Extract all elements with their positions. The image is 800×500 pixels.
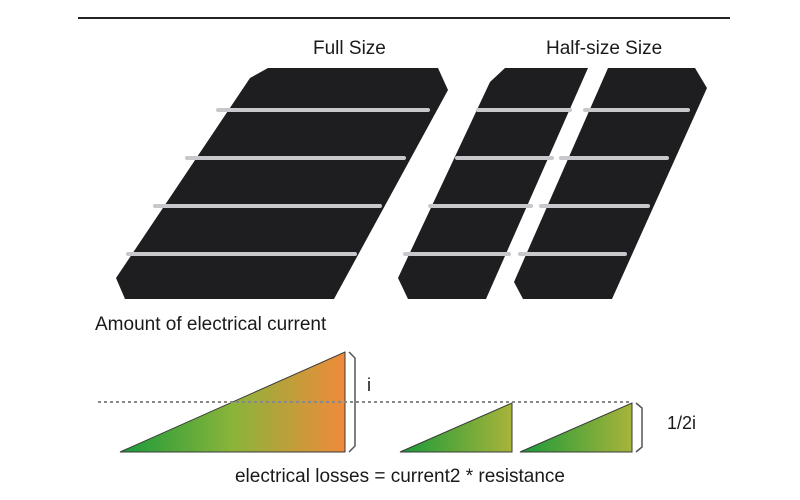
- bracket-full-current: [348, 351, 356, 453]
- half-size-title: Half-size Size: [546, 38, 663, 59]
- full-size-title: Full Size: [313, 38, 386, 59]
- current-heading: Amount of electrical current: [95, 314, 327, 335]
- current-wedge-half-2: [519, 402, 633, 453]
- half-size-cell: [398, 68, 707, 299]
- full-cell-busbars: [126, 108, 430, 256]
- full-cell-body: [116, 68, 448, 299]
- half-cell-right-panel: [514, 68, 707, 299]
- half-cell-busbars: [403, 108, 690, 256]
- losses-formula: electrical losses = current2 * resistanc…: [234, 466, 565, 487]
- half-current-label: 1/2i: [667, 413, 697, 433]
- full-size-cell: [116, 68, 448, 299]
- bracket-half-current: [635, 402, 643, 453]
- full-current-label: i: [367, 375, 371, 395]
- half-cell-left-panel: [398, 68, 588, 299]
- current-wedge-half-1: [399, 402, 513, 453]
